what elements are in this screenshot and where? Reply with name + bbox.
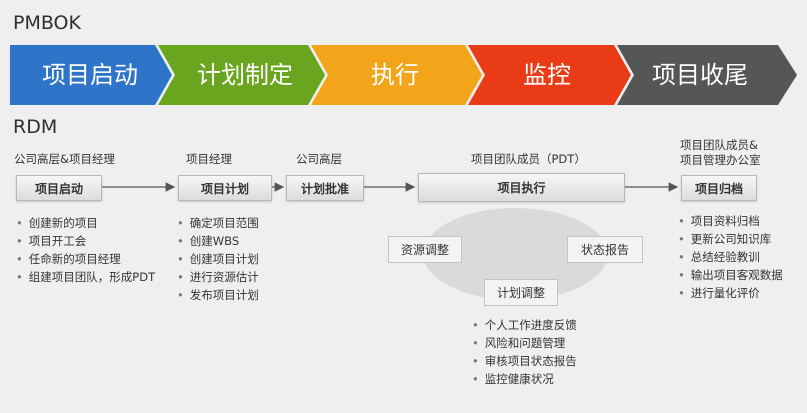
list-item: 创建项目计划 xyxy=(177,250,259,268)
list-item: 确定项目范围 xyxy=(177,214,259,232)
list-item: 项目开工会 xyxy=(16,232,155,250)
bullets-execution: 个人工作进度反馈 风险和问题管理 审核项目状态报告 监控健康状况 xyxy=(472,316,577,388)
phase-monitoring: 监控 xyxy=(468,45,631,105)
list-item: 更新公司知识库 xyxy=(678,230,783,248)
phase-label: 计划制定 xyxy=(197,61,293,89)
list-item: 总结经验教训 xyxy=(678,248,783,266)
list-item: 创建WBS xyxy=(177,232,259,250)
stage-box-initiating: 项目启动 xyxy=(16,175,102,201)
pmbok-phase-bar: 项目启动 计划制定 执行 监控 项目收尾 xyxy=(10,45,797,105)
bullets-archive: 项目资料归档 更新公司知识库 总结经验教训 输出项目客观数据 进行量化评价 xyxy=(678,212,783,302)
stage-box-approval: 计划批准 xyxy=(286,175,364,201)
list-item: 项目资料归档 xyxy=(678,212,783,230)
phase-label: 执行 xyxy=(371,61,419,89)
role-initiating: 公司高层&项目经理 xyxy=(14,152,115,166)
stage-box-archive: 项目归档 xyxy=(681,175,757,201)
role-archive-line1: 项目团队成员& xyxy=(680,138,758,152)
list-item: 任命新的项目经理 xyxy=(16,250,155,268)
role-planning: 项目经理 xyxy=(186,152,232,166)
phase-initiating: 项目启动 xyxy=(10,45,172,105)
list-item: 个人工作进度反馈 xyxy=(472,316,577,334)
list-item: 创建新的项目 xyxy=(16,214,155,232)
cycle-plan-adjust: 计划调整 xyxy=(484,279,558,306)
list-item: 发布项目计划 xyxy=(177,286,259,304)
phase-label: 监控 xyxy=(523,61,571,89)
list-item: 进行资源估计 xyxy=(177,268,259,286)
list-item: 进行量化评价 xyxy=(678,284,783,302)
cycle-resource-adjust: 资源调整 xyxy=(388,236,462,263)
pmbok-title: PMBOK xyxy=(13,12,81,34)
phase-closing: 项目收尾 xyxy=(617,45,797,105)
list-item: 组建项目团队，形成PDT xyxy=(16,268,155,286)
stage-box-execution: 项目执行 xyxy=(418,173,625,202)
role-execution: 项目团队成员（PDT） xyxy=(471,152,586,166)
role-archive-line2: 项目管理办公室 xyxy=(680,153,761,167)
phase-label: 项目收尾 xyxy=(652,61,748,89)
list-item: 输出项目客观数据 xyxy=(678,266,783,284)
list-item: 监控健康状况 xyxy=(472,370,577,388)
phase-planning: 计划制定 xyxy=(158,45,325,105)
phase-label: 项目启动 xyxy=(42,61,138,89)
list-item: 审核项目状态报告 xyxy=(472,352,577,370)
list-item: 风险和问题管理 xyxy=(472,334,577,352)
rdm-title: RDM xyxy=(13,116,58,138)
role-approval: 公司高层 xyxy=(296,152,342,166)
stage-box-planning: 项目计划 xyxy=(178,175,272,201)
phase-executing: 执行 xyxy=(311,45,482,105)
bullets-initiating: 创建新的项目 项目开工会 任命新的项目经理 组建项目团队，形成PDT xyxy=(16,214,155,286)
bullets-planning: 确定项目范围 创建WBS 创建项目计划 进行资源估计 发布项目计划 xyxy=(177,214,259,304)
cycle-status-report: 状态报告 xyxy=(567,236,643,263)
